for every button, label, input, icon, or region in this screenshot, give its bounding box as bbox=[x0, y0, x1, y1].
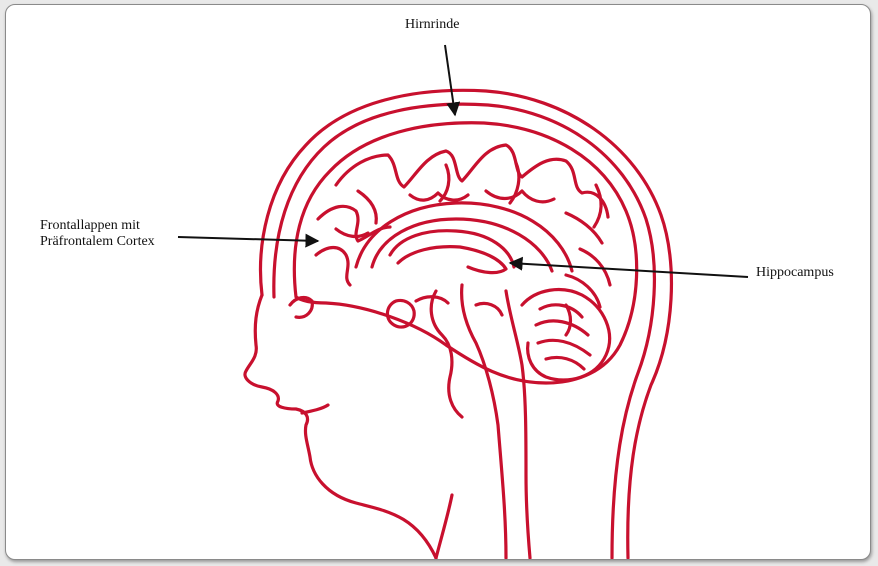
cortex-folds bbox=[336, 145, 608, 217]
figure-frame: Hirnrinde Frontallappen mit Präfrontalem… bbox=[5, 4, 871, 560]
arrow-hippocampus bbox=[510, 263, 748, 277]
label-frontal-line2: Präfrontalem Cortex bbox=[40, 234, 155, 250]
neck-front bbox=[436, 495, 452, 558]
label-cortex: Hirnrinde bbox=[405, 17, 459, 33]
brainstem bbox=[462, 285, 506, 558]
lip-detail bbox=[302, 405, 328, 413]
face-profile bbox=[245, 295, 436, 558]
hippocampus-shape bbox=[398, 247, 506, 273]
label-frontal-line1: Frontallappen mit bbox=[40, 218, 155, 234]
head-brain-illustration bbox=[6, 5, 870, 559]
corpus-callosum bbox=[356, 203, 572, 271]
pituitary bbox=[387, 300, 414, 327]
label-hippocampus: Hippocampus bbox=[756, 265, 834, 281]
label-frontal-lobe: Frontallappen mit Präfrontalem Cortex bbox=[40, 218, 155, 250]
